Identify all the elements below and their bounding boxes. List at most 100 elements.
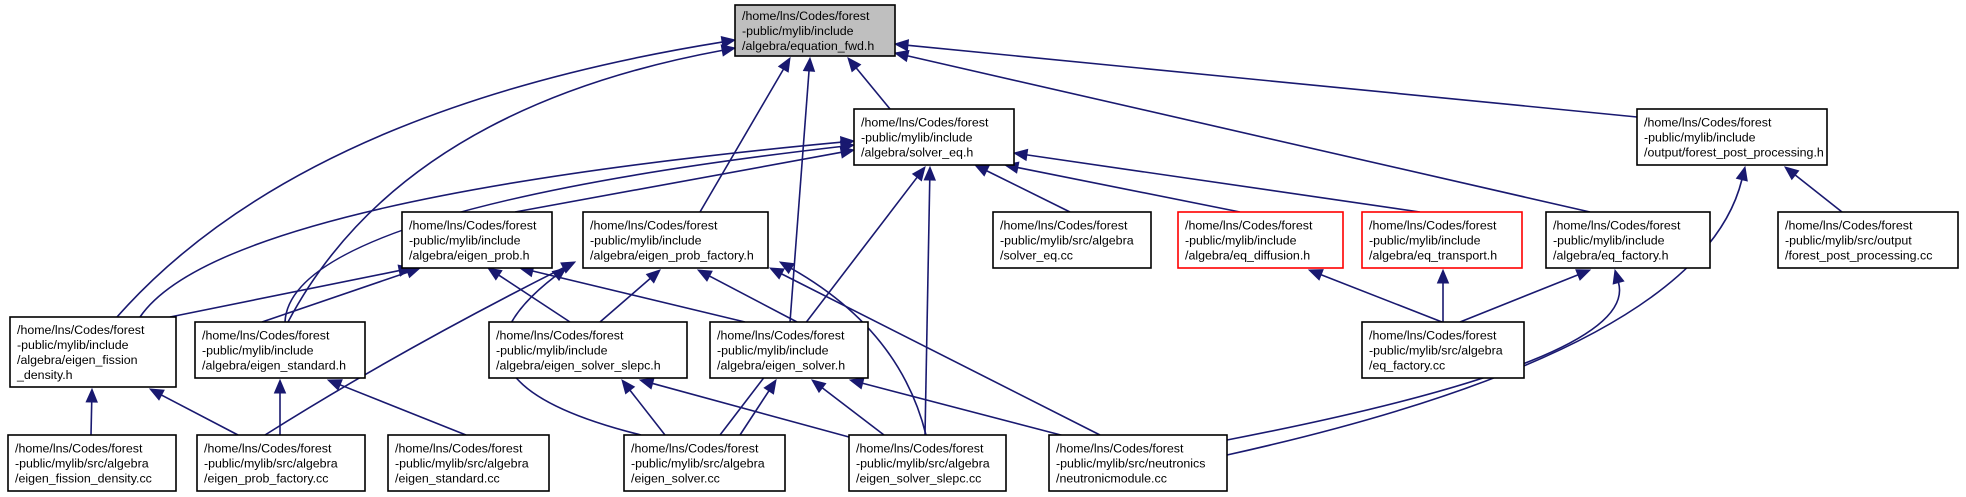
node-label-line: /home/lns/Codes/forest	[861, 116, 989, 130]
graph-node-n5[interactable]: /home/lns/Codes/forest-public/mylib/src/…	[992, 211, 1152, 269]
arrowhead	[1012, 148, 1029, 162]
graph-node-n19[interactable]: /home/lns/Codes/forest-public/mylib/src/…	[848, 434, 1007, 492]
node-label-line: -public/mylib/include	[717, 344, 829, 358]
edge-n5-to-n1	[973, 164, 1071, 213]
arrowhead	[621, 378, 636, 395]
node-box	[582, 211, 769, 269]
node-label-line: /eq_factory.cc	[1369, 359, 1445, 373]
edge-n1-to-n0	[847, 57, 891, 110]
edge-n8-to-n0	[893, 49, 1591, 213]
graph-node-n10[interactable]: /home/lns/Codes/forest-public/mylib/incl…	[9, 316, 177, 388]
node-label-line: /home/lns/Codes/forest	[15, 442, 143, 456]
node-label-line: -public/mylib/src/algebra	[15, 457, 149, 471]
edge-line	[1320, 273, 1443, 323]
node-box	[1177, 211, 1344, 269]
edge-n14-to-n7	[1436, 268, 1450, 322]
graph-node-n8[interactable]: /home/lns/Codes/forest-public/mylib/incl…	[1545, 211, 1711, 269]
arrowhead	[802, 56, 816, 72]
node-label-line: /algebra/eigen_prob_factory.h	[590, 249, 754, 263]
edge-line	[498, 274, 571, 323]
arrowhead	[848, 377, 865, 390]
node-label-line: /home/lns/Codes/forest	[1553, 219, 1681, 233]
arrowhead	[973, 164, 990, 177]
graph-node-n6[interactable]: /home/lns/Codes/forest-public/mylib/incl…	[1177, 211, 1344, 269]
arrowhead	[810, 379, 827, 394]
graph-node-n9[interactable]: /home/lns/Codes/forest-public/mylib/src/…	[1777, 211, 1959, 269]
edge-line	[1226, 179, 1743, 456]
edge-n7-to-n1	[1012, 148, 1421, 213]
arrowhead	[763, 378, 777, 395]
arrowhead	[778, 261, 795, 275]
arrowhead	[847, 57, 862, 73]
graph-node-n3[interactable]: /home/lns/Codes/forest-public/mylib/incl…	[401, 211, 553, 269]
edges-layer	[85, 35, 1843, 456]
node-box	[623, 434, 786, 492]
node-box	[734, 4, 896, 57]
node-box	[709, 321, 869, 379]
node-box	[1545, 211, 1711, 269]
node-label-line: /home/lns/Codes/forest	[590, 219, 718, 233]
graph-node-n11[interactable]: /home/lns/Codes/forest-public/mylib/incl…	[194, 321, 366, 379]
graph-node-n0[interactable]: /home/lns/Codes/forest-public/mylib/incl…	[734, 4, 896, 57]
arrowhead	[777, 56, 791, 73]
graph-node-n1[interactable]: /home/lns/Codes/forest-public/mylib/incl…	[853, 108, 1015, 166]
graph-node-n14[interactable]: /home/lns/Codes/forest-public/mylib/src/…	[1361, 321, 1525, 379]
node-box	[196, 434, 366, 492]
arrowhead	[1612, 268, 1625, 285]
node-label-line: /eigen_solver_slepc.cc	[856, 472, 981, 486]
graph-node-n2[interactable]: /home/lns/Codes/forest-public/mylib/incl…	[1636, 108, 1828, 166]
graph-node-n4[interactable]: /home/lns/Codes/forest-public/mylib/incl…	[582, 211, 769, 269]
edge-n10-to-n3	[169, 264, 414, 318]
edge-n16-to-n11	[273, 378, 287, 435]
node-label-line: /home/lns/Codes/forest	[395, 442, 523, 456]
arrowhead	[560, 261, 577, 274]
graph-node-n18[interactable]: /home/lns/Codes/forest-public/mylib/src/…	[623, 434, 786, 492]
graph-node-n17[interactable]: /home/lns/Codes/forest-public/mylib/src/…	[387, 434, 550, 492]
node-label-line: -public/mylib/include	[496, 344, 608, 358]
edge-line	[264, 267, 564, 436]
node-label-line: -public/mylib/src/algebra	[631, 457, 765, 471]
node-label-line: /home/lns/Codes/forest	[409, 219, 537, 233]
node-label-line: -public/mylib/include	[17, 338, 129, 352]
edge-n12-to-n3	[486, 267, 571, 323]
graph-node-n12[interactable]: /home/lns/Codes/forest-public/mylib/incl…	[488, 321, 688, 379]
node-label-line: -public/mylib/include	[861, 131, 973, 145]
graph-node-n7[interactable]: /home/lns/Codes/forest-public/mylib/incl…	[1361, 211, 1523, 269]
node-label-line: /home/lns/Codes/forest	[631, 442, 759, 456]
edge-n18-to-n12	[621, 378, 666, 436]
edge-line	[719, 176, 918, 436]
arrowhead	[923, 165, 937, 181]
node-label-line: -public/mylib/include	[590, 234, 702, 248]
node-label-line: /eigen_prob_factory.cc	[204, 472, 328, 486]
edge-line	[599, 277, 651, 323]
node-label-line: /home/lns/Codes/forest	[204, 442, 332, 456]
edge-n19-to-n12	[638, 377, 861, 441]
graph-node-n13[interactable]: /home/lns/Codes/forest-public/mylib/incl…	[709, 321, 869, 379]
node-label-line: -public/mylib/src/algebra	[204, 457, 338, 471]
edge-line	[790, 267, 927, 436]
edge-line	[169, 269, 400, 318]
arrowhead	[148, 388, 165, 401]
graph-node-n15[interactable]: /home/lns/Codes/forest-public/mylib/src/…	[7, 434, 177, 492]
graph-node-n20[interactable]: /home/lns/Codes/forest-public/mylib/src/…	[1048, 434, 1228, 492]
node-box	[1361, 211, 1523, 269]
edge-line	[629, 389, 666, 436]
edge-line	[924, 179, 931, 436]
edge-line	[739, 390, 770, 436]
edge-line	[116, 41, 723, 318]
edge-line	[781, 273, 1101, 436]
arrowhead	[893, 39, 910, 52]
node-label-line: /neutronicmodule.cc	[1056, 472, 1167, 486]
node-box	[992, 211, 1152, 269]
edge-line	[139, 141, 842, 318]
arrowhead	[1575, 269, 1592, 281]
graph-node-n16[interactable]: /home/lns/Codes/forest-public/mylib/src/…	[196, 434, 366, 492]
node-label-line: /algebra/equation_fwd.h	[742, 39, 874, 53]
edge-line	[287, 49, 723, 323]
node-box	[401, 211, 553, 269]
node-label-line: /home/lns/Codes/forest	[1369, 219, 1497, 233]
edge-n19-to-n4	[778, 261, 927, 436]
node-label-line: /forest_post_processing.cc	[1785, 249, 1932, 263]
node-box	[9, 316, 177, 388]
